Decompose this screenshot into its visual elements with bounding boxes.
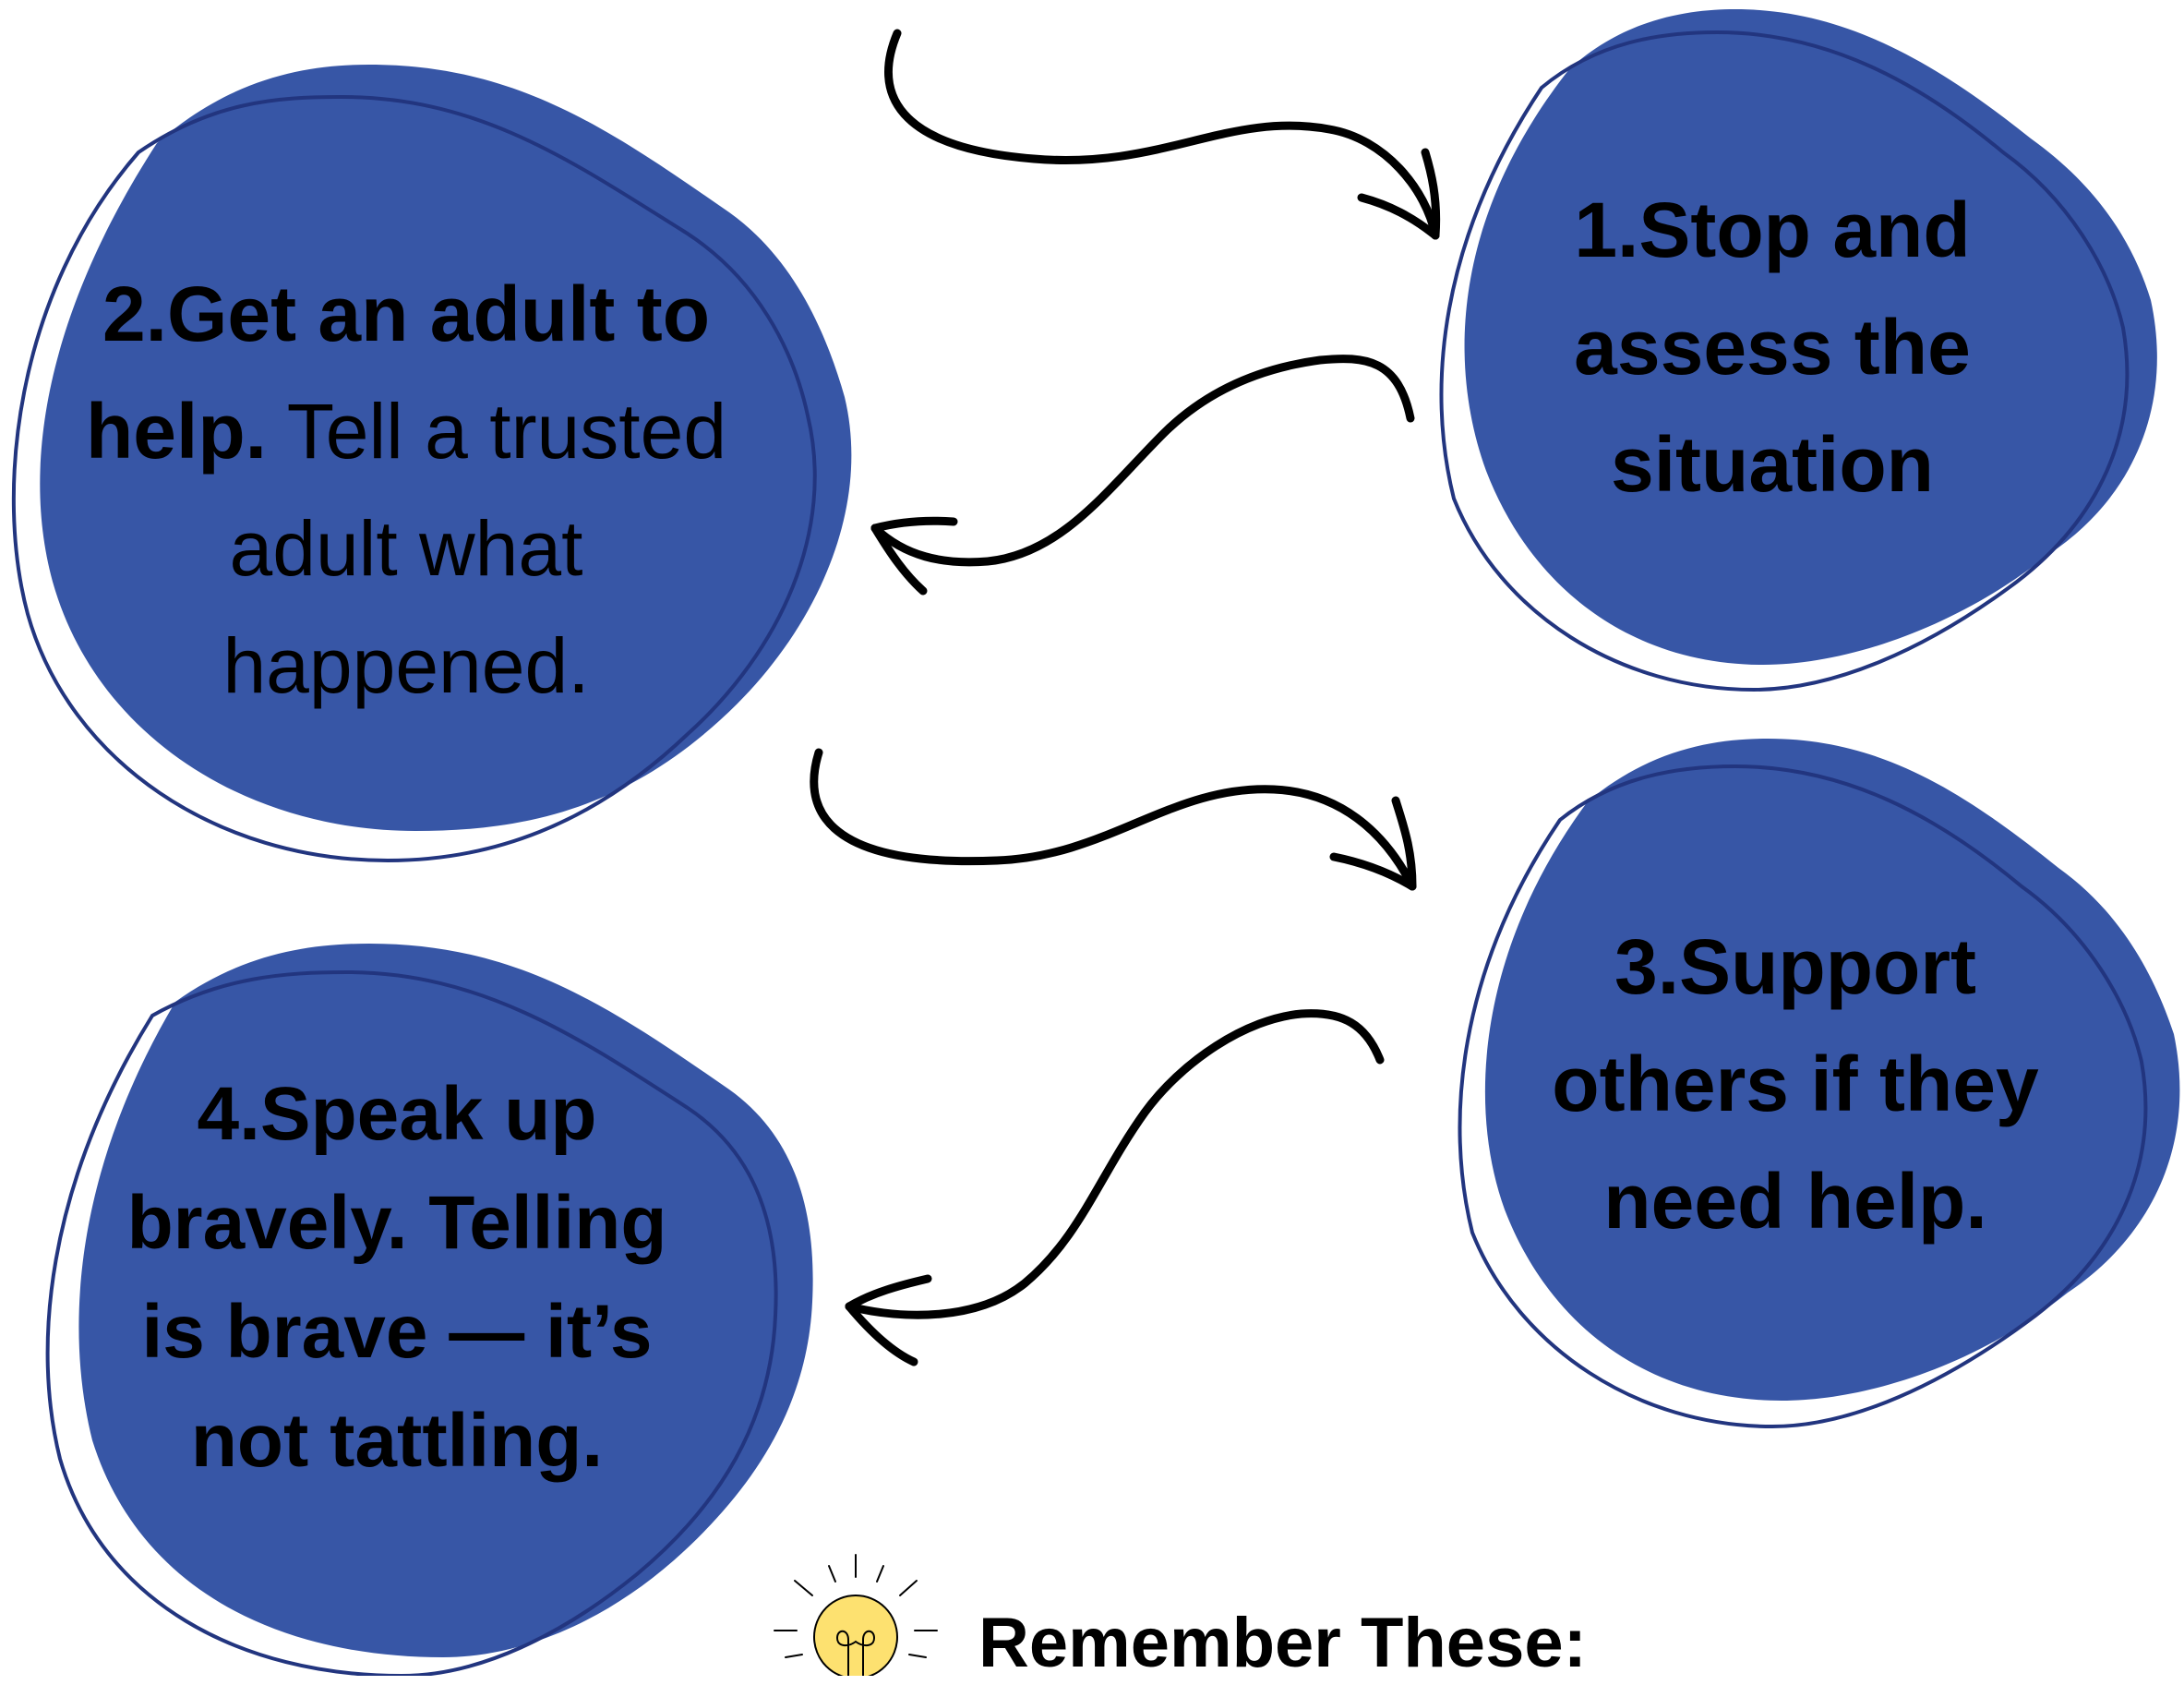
step3-label: 3.Support others if they need help. (1495, 909, 2095, 1260)
step3-bold-text: 3.Support others if they need help. (1552, 923, 2039, 1245)
step2-body-text: Tell a trusted adult what happened. (222, 388, 727, 709)
step2-bold-text: 2.Get an adult to help. (85, 271, 711, 475)
step3-blob (1458, 739, 2180, 1429)
step4-blob (45, 944, 813, 1676)
arrow-step1-to-step2 (870, 355, 1415, 596)
arrow-step3-to-step4 (845, 1009, 1385, 1366)
step1-bold-text: 1.Stop and assess the situation (1574, 187, 1971, 508)
step1-label: 1.Stop and assess the situation (1495, 172, 2049, 524)
step2-blob (11, 65, 852, 863)
step1-blob (1439, 9, 2157, 692)
step4-bold-text: 4.Speak up bravely. Telling is brave — i… (126, 1072, 667, 1483)
footer-title: Remember These: (978, 1604, 1587, 1682)
arrow-step2-to-step3 (810, 748, 1417, 891)
lightbulb-icon (774, 1554, 938, 1676)
arrow-start-to-step1 (884, 29, 1441, 240)
step2-label: 2.Get an adult to help. Tell a trusted a… (37, 256, 775, 725)
step4-label: 4.Speak up bravely. Telling is brave — i… (92, 1060, 702, 1496)
